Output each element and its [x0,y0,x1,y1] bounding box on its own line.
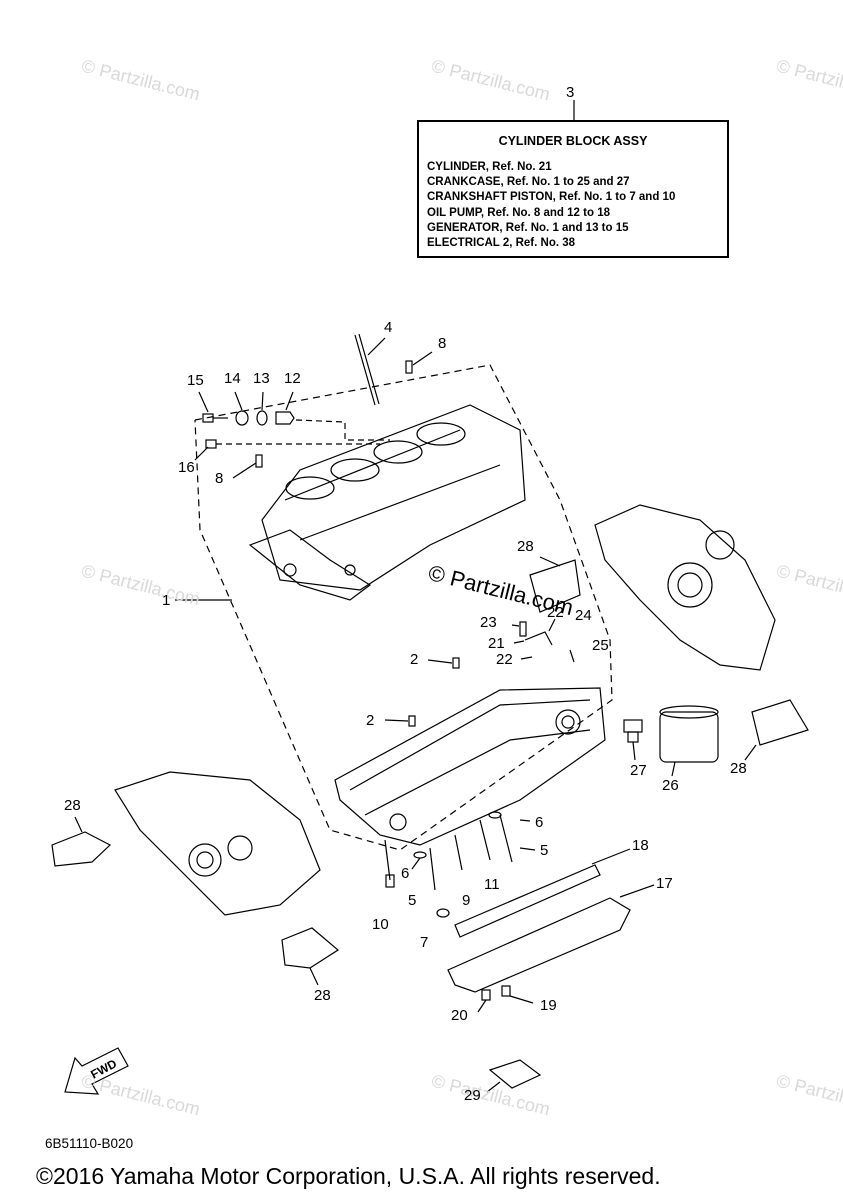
callout-4[interactable]: 4 [384,319,393,336]
oil-hose [511,618,575,663]
engine-mount-left [51,816,112,867]
callout-16[interactable]: 16 [178,459,195,476]
assembly-outline [194,364,613,851]
oil-pan [447,897,631,993]
callout-25[interactable]: 25 [592,637,609,654]
callout-15[interactable]: 15 [187,372,204,389]
callout-24[interactable]: 24 [575,607,592,624]
callout-6[interactable]: 6 [535,814,544,831]
callout-5[interactable]: 5 [408,892,417,909]
crankcase-bolts [384,811,536,918]
legend-lines: CYLINDER, Ref. No. 21 CRANKCASE, Ref. No… [427,160,675,251]
callout-28[interactable]: 28 [517,538,534,555]
callout-18[interactable]: 18 [632,837,649,854]
legend-line: CYLINDER, Ref. No. 21 [427,161,552,173]
callout-28[interactable]: 28 [730,760,747,777]
copyright-notice: ©2016 Yamaha Motor Corporation, U.S.A. A… [36,1163,661,1189]
engine-mount-lower [281,927,340,986]
drawing-code: 6B51110-B020 [45,1136,134,1151]
crankcase-cover [114,771,321,916]
engine-mount-right [744,699,809,761]
callout-11[interactable]: 11 [484,876,500,893]
forward-arrow [64,1047,129,1095]
callout-9[interactable]: 9 [462,892,471,909]
callout-1[interactable]: 1 [162,592,171,609]
generator-cover [594,504,776,671]
assembly-legend: CYLINDER BLOCK ASSY CYLINDER, Ref. No. 2… [417,120,729,258]
callout-7[interactable]: 7 [420,934,429,951]
callout-6[interactable]: 6 [401,865,410,882]
legend-title: CYLINDER BLOCK ASSY [498,134,648,148]
engine-mount-upper [529,556,581,613]
callout-8[interactable]: 8 [438,335,447,352]
callout-13[interactable]: 13 [253,370,270,387]
legend-line: CRANKCASE, Ref. No. 1 to 25 and 27 [427,176,630,189]
callout-17[interactable]: 17 [656,875,673,892]
legend-line: CRANKSHAFT PISTON, Ref. No. 1 to 7 and 1… [427,191,676,204]
oil-sensor [623,719,643,761]
callout-5[interactable]: 5 [540,842,549,859]
callout-2[interactable]: 2 [410,651,419,668]
callout-26[interactable]: 26 [662,777,679,794]
crankcase [334,687,606,846]
callout-14[interactable]: 14 [224,370,241,387]
callout-8[interactable]: 8 [215,470,224,487]
callout-19[interactable]: 19 [540,997,557,1014]
cylinder-block [248,404,526,601]
callout-27[interactable]: 27 [630,762,647,779]
callout-12[interactable]: 12 [284,370,301,387]
oil-filter [659,705,719,777]
oil-pan-gasket [454,864,601,938]
callout-22[interactable]: 22 [547,604,564,621]
callout-22[interactable]: 22 [496,651,513,668]
callout-20[interactable]: 20 [451,1007,468,1024]
legend-line: OIL PUMP, Ref. No. 8 and 12 to 18 [427,206,610,219]
assembly-number: 3 [566,84,575,101]
spacer-block [488,1059,542,1089]
callout-28[interactable]: 28 [314,987,331,1004]
legend-line: GENERATOR, Ref. No. 1 and 13 to 15 [427,221,629,234]
callout-23[interactable]: 23 [480,614,497,631]
callout-10[interactable]: 10 [372,916,389,933]
callout-2[interactable]: 2 [366,712,375,729]
stud-bolt [354,333,386,406]
callout-28[interactable]: 28 [64,797,81,814]
callout-29[interactable]: 29 [464,1087,481,1104]
legend-line: ELECTRICAL 2, Ref. No. 38 [427,237,576,250]
callout-21[interactable]: 21 [488,635,505,652]
oil-pressure-parts [194,391,390,461]
